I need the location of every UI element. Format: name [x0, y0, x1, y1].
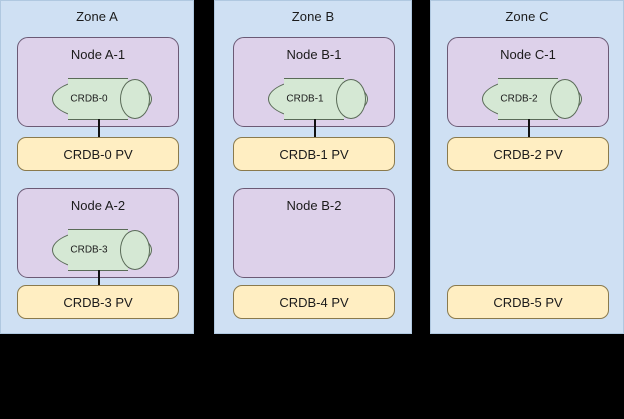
pod-crdb-1-label: CRDB-1	[286, 93, 324, 105]
pod-crdb-1: CRDB-1	[268, 78, 368, 120]
pv-crdb-0: CRDB-0 PV	[17, 137, 179, 171]
zone-a-title: Zone A	[76, 9, 118, 24]
pv-crdb-4: CRDB-4 PV	[233, 285, 395, 319]
node-a-1: Node A-1 CRDB-0	[17, 37, 179, 127]
pod-crdb-2-label: CRDB-2	[500, 93, 538, 105]
pv-crdb-1: CRDB-1 PV	[233, 137, 395, 171]
pod-crdb-3: CRDB-3	[52, 229, 152, 271]
pod-cylinder-cap	[336, 79, 366, 119]
pv-crdb-2: CRDB-2 PV	[447, 137, 609, 171]
zone-c-title: Zone C	[505, 9, 549, 24]
connector-crdb-0-to-pv	[98, 119, 100, 138]
pv-crdb-3: CRDB-3 PV	[17, 285, 179, 319]
node-a-2-title: Node A-2	[70, 198, 126, 213]
zone-a: Zone A Node A-1 CRDB-0 CRDB-0 PV Node A-…	[0, 0, 194, 334]
node-b-1: Node B-1 CRDB-1	[233, 37, 395, 127]
pod-cylinder-mid	[498, 78, 558, 120]
pv-crdb-2-label: CRDB-2 PV	[493, 146, 563, 162]
pod-cylinder-cap	[120, 230, 150, 270]
node-b-1-title: Node B-1	[286, 47, 342, 62]
pv-crdb-5: CRDB-5 PV	[447, 285, 609, 319]
connector-crdb-3-to-pv	[98, 270, 100, 287]
node-a-1-title: Node A-1	[70, 47, 126, 62]
node-b-2: Node B-2	[233, 188, 395, 278]
pod-crdb-3-label: CRDB-3	[70, 244, 108, 256]
pv-crdb-0-label: CRDB-0 PV	[63, 146, 133, 162]
zone-b: Zone B Node B-1 CRDB-1 CRDB-1 PV Node B-…	[214, 0, 412, 334]
node-a-2: Node A-2 CRDB-3	[17, 188, 179, 278]
node-b-2-title: Node B-2	[286, 198, 342, 213]
pod-cylinder-cap	[120, 79, 150, 119]
zone-c: Zone C Node C-1 CRDB-2 CRDB-2 PV CRDB-5 …	[430, 0, 624, 334]
pod-crdb-0-label: CRDB-0	[70, 93, 108, 105]
connector-crdb-1-to-pv	[314, 119, 316, 138]
connector-crdb-2-to-pv	[528, 119, 530, 138]
pod-cylinder-mid	[68, 229, 128, 271]
pod-cylinder-mid	[68, 78, 128, 120]
pod-cylinder-cap	[550, 79, 580, 119]
zone-b-title: Zone B	[291, 9, 335, 24]
pv-crdb-1-label: CRDB-1 PV	[279, 146, 349, 162]
pv-crdb-5-label: CRDB-5 PV	[493, 294, 563, 310]
node-c-1: Node C-1 CRDB-2	[447, 37, 609, 127]
pv-crdb-4-label: CRDB-4 PV	[279, 294, 349, 310]
pod-crdb-2: CRDB-2	[482, 78, 582, 120]
pod-crdb-0: CRDB-0	[52, 78, 152, 120]
node-c-1-title: Node C-1	[500, 47, 556, 62]
pv-crdb-3-label: CRDB-3 PV	[63, 294, 133, 310]
